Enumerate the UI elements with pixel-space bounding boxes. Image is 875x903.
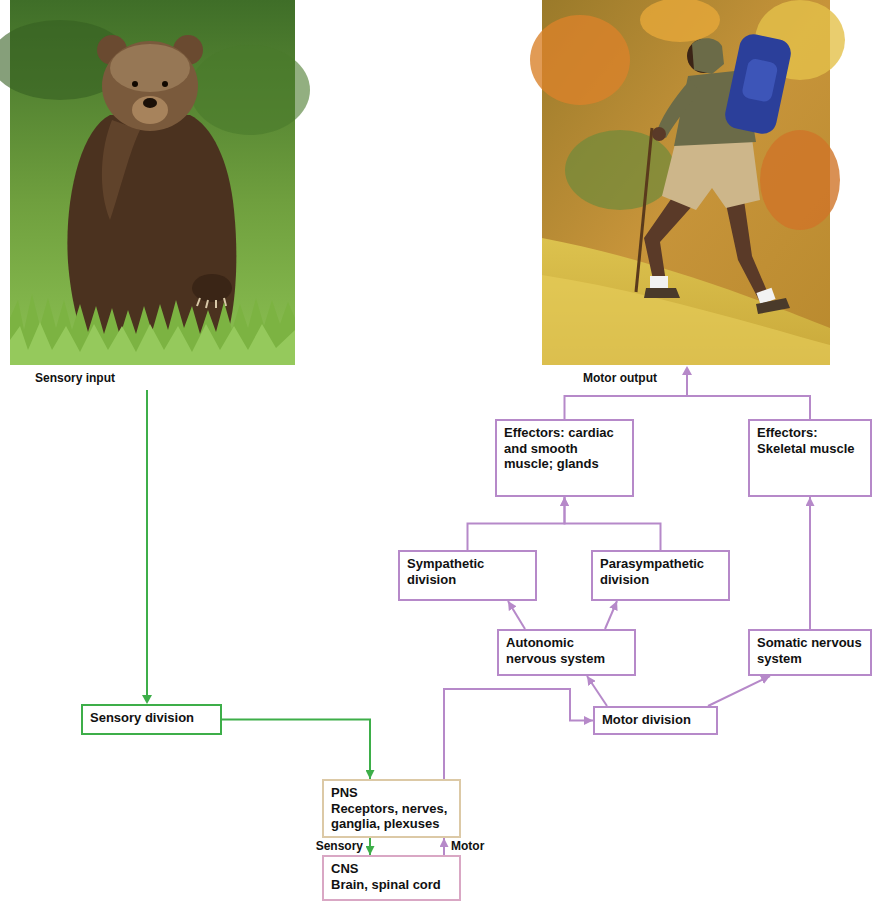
input-output-lines — [142, 366, 810, 704]
box-text: Receptors, nerves, ganglia, plexuses — [331, 801, 452, 832]
motor-output-line — [686, 374, 688, 396]
bear-snout — [132, 96, 168, 124]
connector — [508, 601, 525, 629]
connector — [468, 497, 565, 550]
box-text: Brain, spinal cord — [331, 877, 452, 893]
node-box: Sympathetic division — [398, 550, 537, 601]
connector — [369, 838, 371, 855]
node-box: Effectors: Skeletal muscle — [748, 419, 872, 497]
grass — [10, 294, 295, 365]
bear-eye — [162, 81, 168, 87]
sensory-input-line — [146, 390, 148, 696]
node-box: Somatic nervous system — [748, 629, 872, 676]
node-box: Sensory division — [81, 704, 222, 735]
box-text: Sympathetic division — [407, 556, 528, 587]
connector — [443, 838, 445, 855]
hiker-photo — [530, 0, 845, 365]
hiker-sock — [650, 276, 668, 288]
connector — [565, 497, 661, 550]
box-text: Effectors: cardiac and smooth muscle; gl… — [504, 425, 625, 472]
bear-nose — [143, 98, 157, 108]
hillside — [542, 275, 830, 365]
arrowhead — [142, 695, 152, 704]
box-text: Parasympathetic division — [600, 556, 721, 587]
walking-stick — [636, 128, 652, 292]
hiker-hood — [692, 38, 724, 74]
foliage-patch — [190, 45, 310, 135]
foliage-patch — [565, 130, 675, 210]
foliage-patch — [760, 130, 840, 230]
hiker-boot — [756, 298, 790, 314]
hiker-leg — [726, 200, 770, 302]
box-text: CNS — [331, 861, 452, 877]
connector — [222, 720, 370, 780]
hiker-boot — [644, 288, 680, 298]
bear-eye — [132, 81, 138, 87]
box-text: Effectors: Skeletal muscle — [757, 425, 863, 456]
box-text: Somatic nervous system — [757, 635, 863, 666]
bear-photo — [0, 0, 310, 365]
connector — [587, 676, 607, 706]
arrowhead — [682, 366, 692, 375]
connector — [708, 676, 770, 706]
node-box: Parasympathetic division — [591, 550, 730, 601]
bear-body — [67, 115, 236, 352]
edge-label: Sensory — [315, 839, 364, 853]
box-text: Autonomic nervous system — [506, 635, 627, 666]
grass — [10, 322, 295, 365]
motor-output-bracket — [565, 396, 811, 419]
bear-paw — [192, 274, 232, 302]
edge-label: Motor — [450, 839, 485, 853]
node-box: CNSBrain, spinal cord — [322, 855, 461, 901]
node-box: PNSReceptors, nerves, ganglia, plexuses — [322, 779, 461, 838]
bear-head-fur — [110, 44, 190, 92]
hiker-hand — [652, 127, 666, 141]
bear-fur — [102, 120, 140, 220]
hillside — [542, 238, 830, 365]
hiker-shorts — [662, 138, 760, 210]
hiker-backpack — [741, 58, 779, 103]
bear-claws — [197, 298, 226, 308]
node-box: Motor division — [593, 706, 718, 735]
hiker-backpack — [723, 32, 794, 137]
node-box: Autonomic nervous system — [497, 629, 636, 676]
connector — [809, 497, 811, 629]
foliage-patch — [530, 15, 630, 105]
box-text: PNS — [331, 785, 452, 801]
foliage-patch — [640, 0, 720, 42]
node-box: Effectors: cardiac and smooth muscle; gl… — [495, 419, 634, 497]
io-label: Sensory input — [34, 371, 116, 385]
box-text: Sensory division — [90, 710, 213, 726]
bear-head — [102, 41, 198, 131]
io-label: Motor output — [582, 371, 658, 385]
connector — [444, 689, 593, 779]
connector — [605, 601, 617, 629]
box-text: Motor division — [602, 712, 709, 728]
